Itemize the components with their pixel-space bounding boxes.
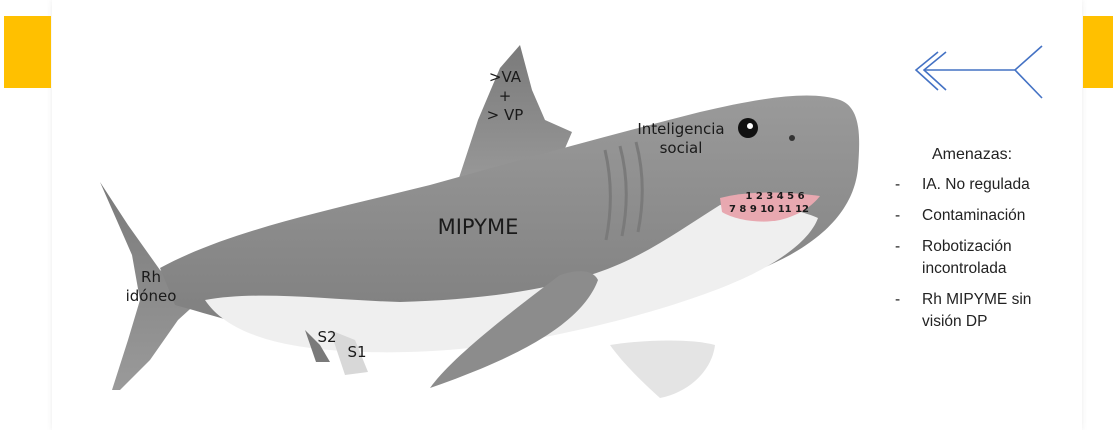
teeth-top-label: 1 2 3 4 5 6 — [740, 191, 810, 204]
threat-item: - Rh MIPYME sin visión DP — [890, 289, 1090, 333]
threat-dash: - — [895, 174, 900, 196]
tail-label: Rh idóneo — [118, 268, 184, 306]
threat-text: visión DP — [922, 311, 1090, 333]
fin-s2-label: S2 — [312, 328, 342, 347]
fin-label-line3: > VP — [478, 106, 532, 125]
tail-label-line2: idóneo — [118, 287, 184, 306]
threat-text: IA. No regulada — [922, 174, 1090, 196]
threat-dash: - — [895, 205, 900, 227]
fin-label-line1: >VA — [478, 68, 532, 87]
eye-label-line1: Inteligencia — [626, 120, 736, 139]
threat-item: - Robotización incontrolada — [890, 236, 1090, 280]
threat-dash: - — [895, 289, 900, 311]
lower-fin — [610, 340, 715, 398]
threat-text: Contaminación — [922, 205, 1090, 227]
threats-list: - IA. No regulada - Contaminación - Robo… — [890, 174, 1090, 333]
body-label: MIPYME — [418, 214, 538, 240]
threat-text: incontrolada — [922, 258, 1090, 280]
teeth-bottom-label: 7 8 9 10 11 12 — [728, 204, 810, 217]
threats-panel: Amenazas: - IA. No regulada - Contaminac… — [890, 146, 1090, 342]
eye-label-line2: social — [626, 139, 736, 158]
fin-label-line2: + — [478, 87, 532, 106]
threat-item: - Contaminación — [890, 205, 1090, 227]
threat-text: Robotización — [922, 236, 1090, 258]
threats-title: Amenazas: — [932, 146, 1090, 164]
tail-label-line1: Rh — [118, 268, 184, 287]
arrow-icon — [916, 46, 1042, 98]
threat-dash: - — [895, 236, 900, 258]
eye-label: Inteligencia social — [626, 120, 736, 158]
fin-label: >VA + > VP — [478, 68, 532, 124]
threat-item: - IA. No regulada — [890, 174, 1090, 196]
fin-s1-label: S1 — [342, 343, 372, 362]
threat-text: Rh MIPYME sin — [922, 289, 1090, 311]
